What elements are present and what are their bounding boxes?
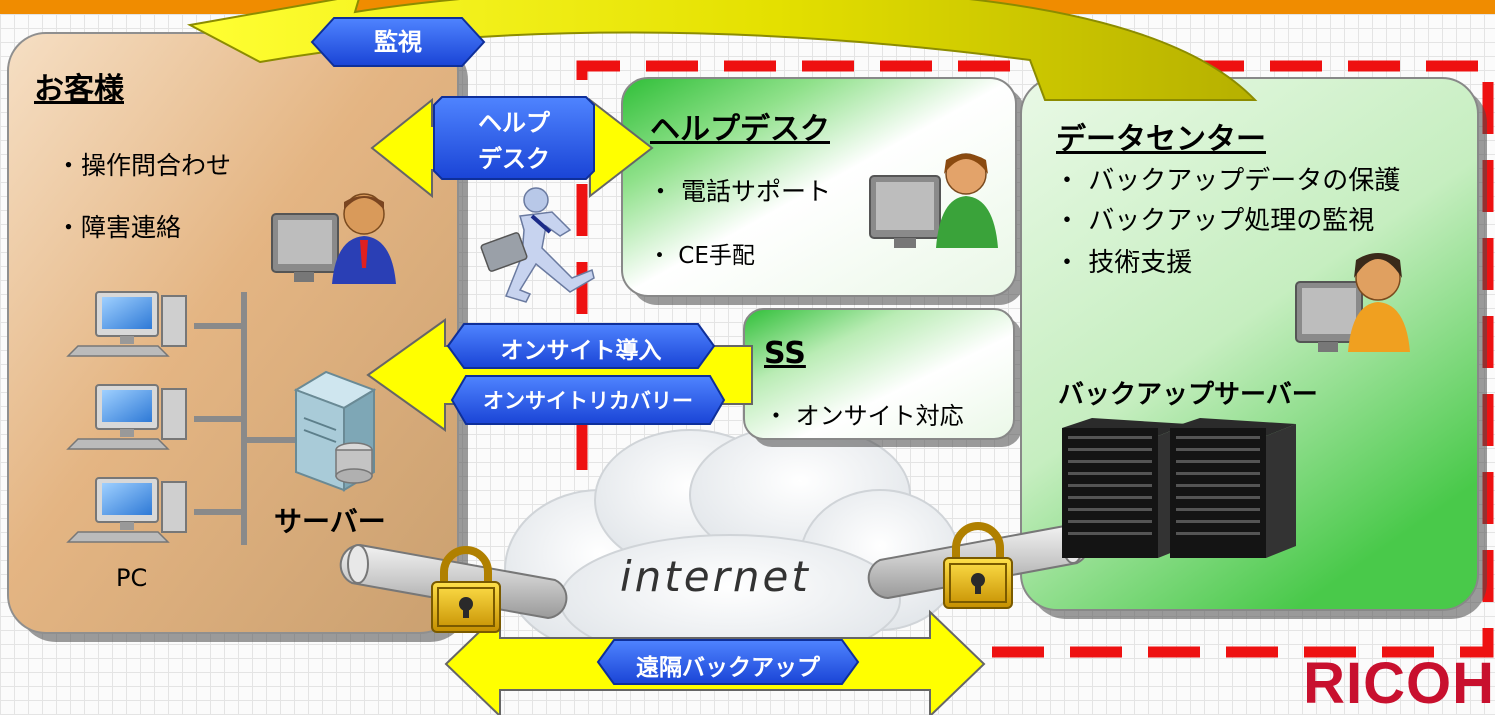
ricoh-logo: RICOH (1303, 651, 1495, 715)
operator-icon-datacenter (1295, 253, 1410, 352)
service-boundary-dashed (576, 60, 1494, 658)
onsite-install-label-shape (446, 323, 716, 369)
backup-server-label: バックアップサーバー (1058, 380, 1318, 410)
helpdesk-item-ce: ・ CE手配 (648, 243, 755, 269)
lock-icon-left (431, 546, 501, 633)
helpdesk-label-shape (433, 96, 595, 180)
onsite-install-label: オンサイト導入 (500, 338, 662, 364)
helpdesk-title: ヘルプデスク (650, 112, 830, 147)
server-icon (293, 370, 377, 492)
network-lines (194, 292, 296, 545)
datacenter-item-protect: ・ バックアップデータの保護 (1054, 166, 1401, 196)
pc-icon-2 (66, 384, 187, 450)
datacenter-title: データセンター (1056, 122, 1266, 157)
helpdesk-item-phone: ・ 電話サポート (648, 177, 831, 206)
remote-backup-label: 遠隔バックアップ (636, 655, 820, 681)
datacenter-item-support: ・ 技術支援 (1054, 248, 1193, 278)
onsite-recovery-label: オンサイトリカバリー (483, 389, 693, 413)
ss-item-onsite: ・ オンサイト対応 (764, 402, 964, 430)
backup-server-racks-icon (1062, 418, 1296, 558)
running-person-icon (480, 187, 595, 303)
operator-icon-helpdesk (869, 153, 998, 248)
ss-box-shape (743, 308, 1022, 447)
customer-title: お客様 (34, 72, 124, 107)
server-label: サーバー (274, 505, 386, 538)
operator-icon-customer (271, 193, 396, 284)
pc-icon-3 (66, 477, 187, 543)
lock-icon-right (943, 522, 1013, 609)
customer-box-shape (7, 32, 468, 642)
helpdesk-box-shape (621, 77, 1025, 305)
internet-cloud (504, 424, 961, 666)
pc-label: PC (116, 564, 148, 592)
datacenter-item-monitor: ・ バックアップ処理の監視 (1054, 206, 1375, 236)
customer-item-operation: ・操作問合わせ (56, 151, 232, 180)
monitor-label: 監視 (374, 28, 422, 56)
onsite-recovery-label-shape (450, 375, 726, 425)
helpdesk-arrow-label-line2: デスク (478, 145, 550, 173)
helpdesk-arrow-label-line1: ヘルプ (478, 109, 550, 137)
monitor-label-shape (310, 17, 486, 67)
ss-title: SS (764, 336, 806, 371)
pc-icon-1 (66, 291, 187, 357)
customer-item-fault: ・障害連絡 (56, 213, 182, 242)
remote-backup-label-shape (596, 639, 860, 685)
internet-label: internet (620, 552, 811, 601)
